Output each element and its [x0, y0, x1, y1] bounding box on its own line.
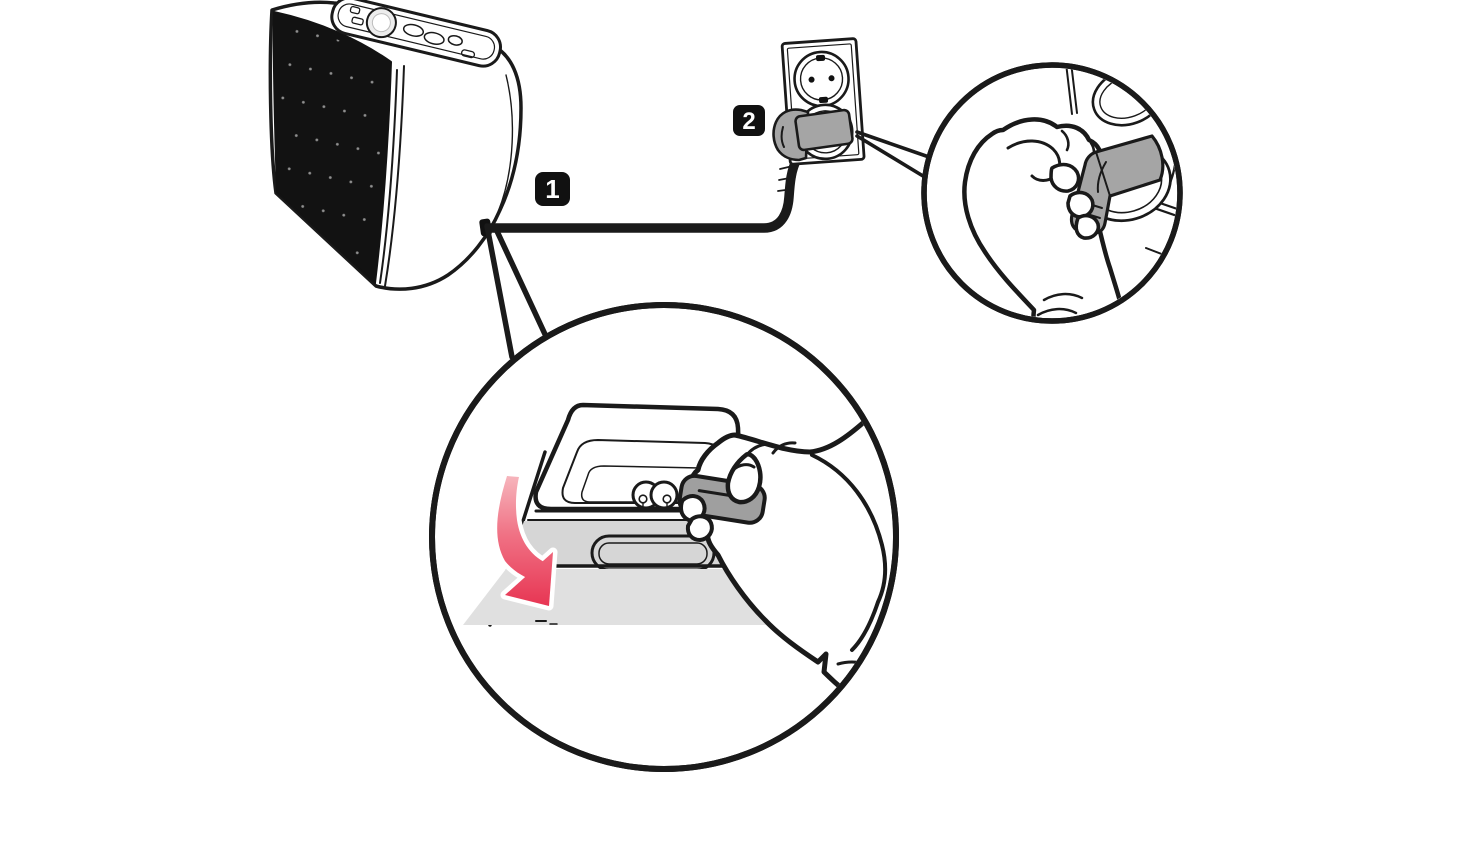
step-badge-2: 2	[733, 105, 765, 136]
control-button-icon	[460, 49, 476, 59]
wall-plate-edge	[1065, 68, 1073, 115]
wall-plug-face	[794, 108, 854, 152]
step-2-number: 2	[742, 108, 755, 135]
socket-ground-clip	[818, 96, 829, 104]
step-1-number: 1	[545, 174, 559, 204]
plug-face-divider	[1095, 151, 1111, 197]
cable-rib	[777, 188, 794, 192]
callout-pointer-line	[493, 226, 553, 348]
indicator-light-icon	[349, 5, 361, 15]
wall-plug-slot	[780, 126, 785, 148]
callout-pointer-line	[484, 223, 515, 360]
device-front-panel-dots	[279, 22, 386, 275]
power-cable	[479, 154, 802, 237]
control-button-icon	[402, 23, 425, 37]
c7-inlet-icon	[631, 480, 679, 510]
zoom-circle-border-over	[921, 62, 1183, 324]
step-1-badge-background	[535, 172, 570, 206]
step-2-badge-background	[733, 105, 765, 136]
fingertip	[1074, 213, 1101, 240]
red-arrow-icon	[492, 471, 558, 611]
finger-crease	[731, 463, 756, 472]
wall-outlet	[772, 37, 931, 178]
cable-rib	[779, 164, 798, 170]
control-panel	[330, 0, 502, 68]
fingertip	[1066, 190, 1095, 219]
wrist-crease	[1042, 292, 1084, 302]
control-button-icon	[447, 34, 463, 46]
panel-seam-highlight	[379, 69, 398, 284]
arrow-body	[497, 476, 546, 582]
wall-plug	[772, 108, 854, 162]
cable-rib	[778, 176, 796, 181]
panel-body-seam	[384, 65, 405, 287]
socket-ground-clip	[816, 54, 826, 62]
zoom-circle-border-over	[429, 302, 899, 772]
thumb-line	[1006, 139, 1062, 182]
control-button-icon	[423, 31, 445, 45]
knuckle-crease	[771, 441, 797, 455]
arrow-head	[505, 552, 553, 606]
wrist-crease	[1036, 307, 1078, 317]
callout-pointer-line	[855, 134, 925, 178]
finger-crease	[1060, 129, 1070, 152]
cable-core	[487, 156, 800, 231]
zoom-circle-outlet-detail	[921, 62, 1183, 324]
wall-plate-edge	[1070, 68, 1078, 114]
zoom-circle-inlet-detail	[429, 302, 899, 772]
socket-pin-hole	[808, 76, 815, 83]
plug-slot	[1096, 161, 1107, 193]
step-badge-1: 1	[535, 172, 570, 206]
body-side-seam	[471, 74, 514, 254]
fingertip	[685, 514, 714, 542]
appliance-device	[268, 0, 523, 291]
arm-contour-line	[810, 453, 888, 652]
thumb-tip	[1049, 162, 1081, 193]
control-knob-center	[371, 13, 391, 33]
control-panel-inner-line	[337, 3, 496, 60]
callout-pointer-line	[855, 130, 931, 159]
indicator-light-icon	[351, 16, 364, 26]
socket-pin-hole	[828, 75, 835, 82]
handle-slot-inner	[598, 542, 708, 565]
